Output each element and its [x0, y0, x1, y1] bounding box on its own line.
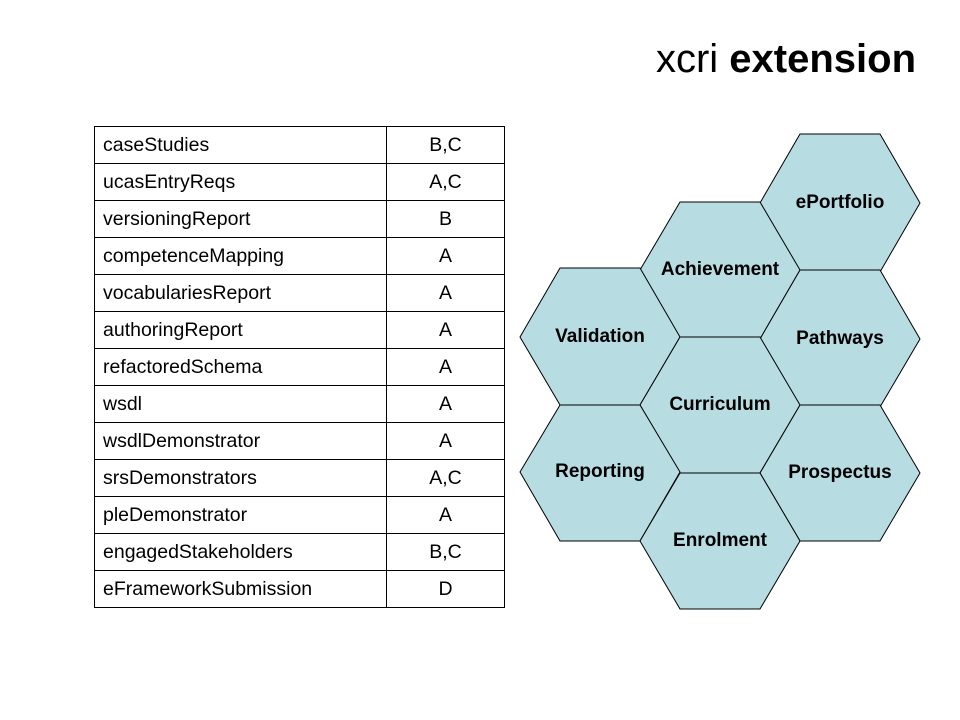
- hexagon-label: ePortfolio: [796, 192, 885, 213]
- deliverable-code: D: [386, 570, 505, 608]
- deliverable-code: A: [386, 274, 505, 312]
- table-row: wsdlDemonstrator A: [94, 422, 505, 460]
- hexagon-label: Prospectus: [788, 462, 891, 483]
- table-row: ucasEntryReqs A,C: [94, 163, 505, 201]
- deliverable-name: wsdl: [94, 385, 387, 423]
- deliverable-code: A: [386, 237, 505, 275]
- deliverable-name: versioningReport: [94, 200, 387, 238]
- deliverable-name: ucasEntryReqs: [94, 163, 387, 201]
- deliverables-table: caseStudies B,C ucasEntryReqs A,C versio…: [94, 126, 505, 608]
- page-title: xcri extension: [656, 34, 916, 84]
- deliverable-name: caseStudies: [94, 126, 387, 164]
- deliverable-code: A: [386, 348, 505, 386]
- hexagon-shape: [639, 472, 801, 610]
- table-row: srsDemonstrators A,C: [94, 459, 505, 497]
- deliverable-name: srsDemonstrators: [94, 459, 387, 497]
- deliverable-code: A,C: [386, 163, 505, 201]
- table-row: refactoredSchema A: [94, 348, 505, 386]
- title-emphasis: extension: [729, 37, 916, 81]
- deliverable-name: authoringReport: [94, 311, 387, 349]
- deliverable-name: engagedStakeholders: [94, 533, 387, 571]
- hexagon-prospectus: Prospectus: [759, 404, 921, 542]
- table-row: eFrameworkSubmission D: [94, 570, 505, 608]
- table-row: caseStudies B,C: [94, 126, 505, 164]
- deliverable-name: refactoredSchema: [94, 348, 387, 386]
- hexagon-achievement: Achievement: [639, 201, 801, 340]
- table-row: vocabulariesReport A: [94, 274, 505, 312]
- deliverable-code: A: [386, 385, 505, 423]
- hexagon-enrolment: Enrolment: [639, 472, 801, 610]
- hexagon-label: Achievement: [661, 259, 780, 280]
- hexagon-label: Curriculum: [669, 394, 770, 415]
- hexagon-label: Reporting: [555, 461, 645, 482]
- deliverable-name: eFrameworkSubmission: [94, 570, 387, 608]
- hexagon-label: Pathways: [796, 328, 884, 349]
- hexagon-label: Validation: [555, 326, 645, 347]
- deliverable-code: A,C: [386, 459, 505, 497]
- table-row: authoringReport A: [94, 311, 505, 349]
- hexagon-curriculum: Curriculum: [639, 336, 801, 474]
- table-row: wsdl A: [94, 385, 505, 423]
- deliverable-code: A: [386, 311, 505, 349]
- deliverable-code: B,C: [386, 533, 505, 571]
- deliverable-code: B: [386, 200, 505, 238]
- table-row: competenceMapping A: [94, 237, 505, 275]
- deliverable-name: competenceMapping: [94, 237, 387, 275]
- title-prefix: xcri: [655, 37, 719, 81]
- hexagon-label: Enrolment: [673, 530, 768, 551]
- table-row: versioningReport B: [94, 200, 505, 238]
- table-row: pleDemonstrator A: [94, 496, 505, 534]
- deliverable-name: vocabulariesReport: [94, 274, 387, 312]
- table-row: engagedStakeholders B,C: [94, 533, 505, 571]
